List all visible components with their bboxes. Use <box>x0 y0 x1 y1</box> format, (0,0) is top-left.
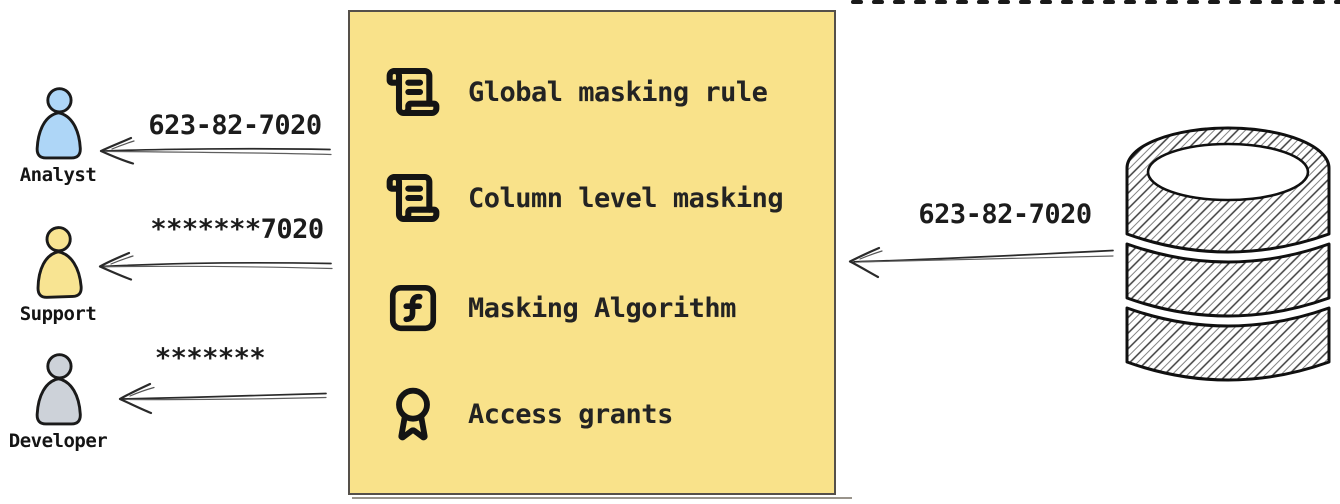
developer-received-value: ******* <box>154 343 266 374</box>
scroll-icon <box>384 169 442 227</box>
scroll-icon <box>384 63 442 121</box>
persona-label-analyst: Analyst <box>19 164 97 186</box>
box-item-global-masking-rule: Global masking rule <box>350 62 834 122</box>
box-item-label: Column level masking <box>468 182 784 214</box>
box-item-masking-algorithm: Masking Algorithm <box>350 278 834 338</box>
analyst-received-value: 623-82-7020 <box>148 110 322 141</box>
persona-label-developer: Developer <box>8 430 108 452</box>
box-sketch-underline <box>352 497 852 499</box>
box-item-access-grants: Access grants <box>350 384 834 444</box>
arrow-to-developer <box>118 382 327 415</box>
function-icon <box>384 279 442 337</box>
persona-support: Support <box>3 225 113 325</box>
box-item-label: Access grants <box>468 398 673 430</box>
arrow-to-box <box>848 246 1114 279</box>
database-icon <box>1122 120 1334 398</box>
persona-analyst: Analyst <box>3 86 113 186</box>
persona-developer: Developer <box>3 352 113 452</box>
support-received-value: *******7020 <box>150 214 324 245</box>
developer-person-icon <box>35 353 82 426</box>
box-item-label: Masking Algorithm <box>468 292 736 324</box>
arrow-to-support <box>98 251 333 281</box>
arrow-to-analyst <box>99 136 332 165</box>
box-item-column-level-masking: Column level masking <box>350 168 834 228</box>
analyst-person-icon <box>35 87 82 160</box>
box-item-label: Global masking rule <box>468 76 768 108</box>
persona-label-support: Support <box>19 303 97 325</box>
support-person-icon <box>36 226 83 299</box>
database-bottom-band <box>1125 306 1331 382</box>
database-opening <box>1146 142 1310 202</box>
database-middle-band <box>1125 242 1331 318</box>
database-outgoing-value: 623-82-7020 <box>918 199 1092 230</box>
award-icon <box>384 385 442 443</box>
masking-box: Global masking rule Column level masking… <box>348 10 836 495</box>
